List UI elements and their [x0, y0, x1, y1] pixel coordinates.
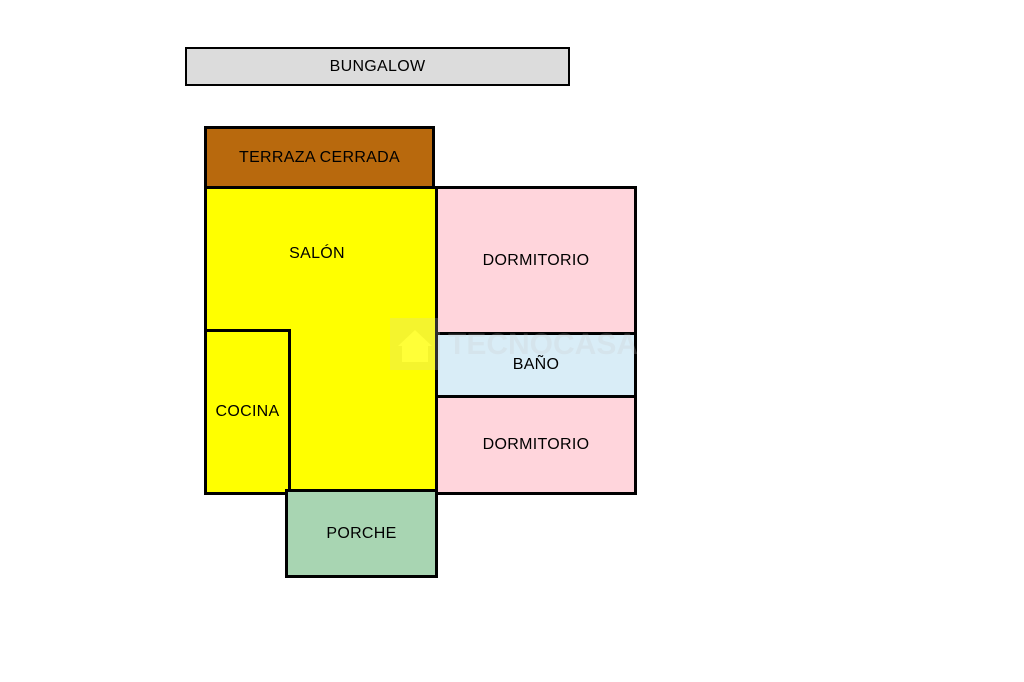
room-label-dormitorio-1: DORMITORIO [482, 251, 590, 269]
room-label-bano: BAÑO [512, 356, 560, 373]
room-label-porche: PORCHE [326, 524, 397, 542]
plan-title: BUNGALOW [329, 57, 426, 75]
room-label-salon: SALÓN [289, 245, 345, 262]
room-label-cocina: COCINA [215, 403, 280, 420]
room-cocina: COCINA [204, 329, 291, 495]
room-dormitorio-1: DORMITORIO [435, 186, 637, 335]
room-dormitorio-2: DORMITORIO [435, 395, 637, 495]
room-label-terraza: TERRAZA CERRADA [239, 148, 400, 166]
plan-title-box: BUNGALOW [185, 47, 570, 86]
room-bano: BAÑO [435, 332, 637, 398]
room-porche: PORCHE [285, 489, 438, 578]
room-label-dormitorio-2: DORMITORIO [482, 436, 590, 453]
room-terraza-cerrada: TERRAZA CERRADA [204, 126, 435, 189]
